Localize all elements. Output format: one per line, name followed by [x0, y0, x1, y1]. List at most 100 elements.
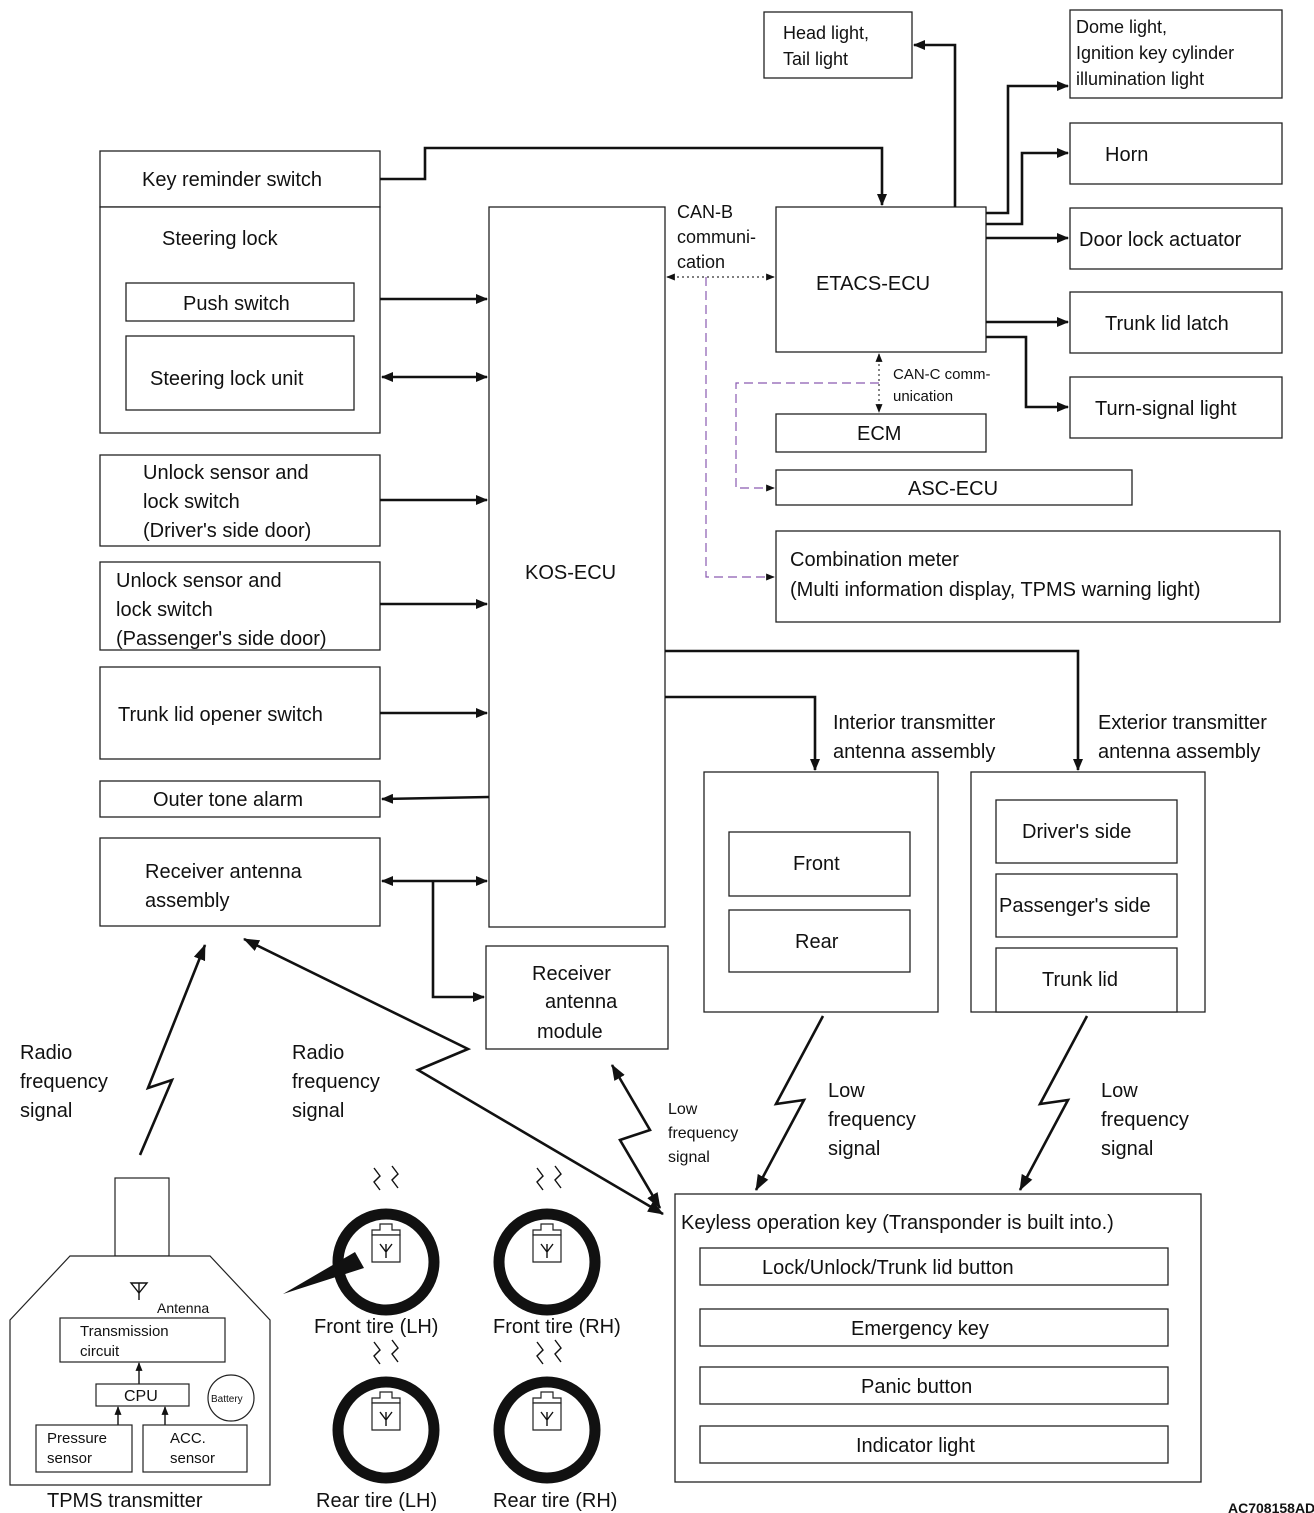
svg-text:signal: signal — [292, 1100, 344, 1122]
low-frequency-label-interior: Low frequency signal — [828, 1080, 916, 1160]
head-tail-light-box: Head light, Tail light — [763, 11, 913, 79]
combination-meter-box: Combination meter (Multi information dis… — [775, 530, 1281, 623]
tpms-pointer-wedge — [283, 1252, 364, 1294]
pressure-sensor-box — [35, 1424, 133, 1473]
svg-text:Ignition key cylinder: Ignition key cylinder — [1076, 43, 1234, 63]
svg-text:ECM: ECM — [857, 423, 901, 445]
asc-ecu-box: ASC-ECU — [775, 469, 1133, 506]
svg-text:frequency: frequency — [828, 1109, 916, 1131]
svg-text:sensor: sensor — [47, 1450, 92, 1467]
trunk-lid-antenna-box — [995, 947, 1178, 1013]
push-switch-box — [125, 282, 355, 322]
tire-front-rh — [493, 1165, 601, 1316]
acc-sensor-box — [142, 1424, 248, 1473]
svg-text:Low: Low — [828, 1080, 865, 1102]
svg-text:antenna: antenna — [545, 991, 618, 1013]
svg-text:Receiver antenna: Receiver antenna — [145, 861, 303, 883]
can-b-label: CAN-B communi- cation — [677, 202, 756, 272]
svg-text:antenna assembly: antenna assembly — [1098, 741, 1260, 763]
cpu-box — [95, 1383, 190, 1407]
svg-text:Battery: Battery — [211, 1394, 243, 1405]
svg-text:ACC.: ACC. — [170, 1430, 206, 1447]
interior-antenna-box: Front Rear — [703, 771, 939, 1013]
svg-text:Door lock actuator: Door lock actuator — [1079, 229, 1242, 251]
svg-text:Exterior transmitter: Exterior transmitter — [1098, 712, 1267, 734]
svg-text:Radio: Radio — [292, 1042, 344, 1064]
svg-text:Key reminder switch: Key reminder switch — [142, 169, 322, 191]
tire-rear-rh-label: Rear tire (RH) — [493, 1490, 617, 1512]
svg-text:Steering lock unit: Steering lock unit — [150, 368, 304, 390]
svg-text:Turn-signal light: Turn-signal light — [1095, 398, 1237, 420]
svg-text:Push switch: Push switch — [183, 293, 290, 315]
tire-rear-rh — [493, 1339, 601, 1484]
figure-code: AC708158AD — [1228, 1500, 1314, 1513]
tire-front-rh-label: Front tire (RH) — [493, 1316, 621, 1338]
svg-text:frequency: frequency — [668, 1125, 738, 1142]
tire-front-lh-label: Front tire (LH) — [314, 1316, 438, 1338]
svg-text:assembly: assembly — [145, 890, 229, 912]
svg-text:Receiver: Receiver — [532, 963, 611, 985]
tire-front-lh — [332, 1165, 440, 1316]
svg-text:antenna assembly: antenna assembly — [833, 741, 995, 763]
svg-text:Lock/Unlock/Trunk lid button: Lock/Unlock/Trunk lid button — [762, 1257, 1014, 1279]
outer-tone-alarm-box: Outer tone alarm — [99, 780, 381, 818]
svg-text:Low: Low — [1101, 1080, 1138, 1102]
svg-text:signal: signal — [1101, 1138, 1153, 1160]
svg-text:Trunk lid: Trunk lid — [1042, 969, 1118, 991]
steering-lock-box: Steering lock Push switch Steering lock … — [99, 206, 381, 434]
svg-text:ASC-ECU: ASC-ECU — [908, 478, 998, 500]
steering-lock-unit-box — [125, 335, 355, 411]
trunk-lid-latch-box: Trunk lid latch — [1069, 291, 1283, 354]
svg-text:signal: signal — [20, 1100, 72, 1122]
transmission-circuit-box — [59, 1317, 226, 1363]
svg-text:(Driver's side door): (Driver's side door) — [143, 520, 311, 542]
svg-text:Keyless operation key (Transpo: Keyless operation key (Transponder is bu… — [681, 1212, 1114, 1234]
key-reminder-switch-box: Key reminder switch — [99, 150, 381, 208]
svg-text:communi-: communi- — [677, 227, 756, 247]
svg-text:Tail light: Tail light — [783, 49, 848, 69]
receiver-antenna-module-box: Receiver antenna module — [485, 945, 669, 1050]
svg-text:unication: unication — [893, 388, 953, 405]
svg-text:Emergency key: Emergency key — [851, 1318, 989, 1340]
svg-text:signal: signal — [828, 1138, 880, 1160]
svg-text:Unlock sensor and: Unlock sensor and — [143, 462, 309, 484]
svg-text:lock switch: lock switch — [116, 599, 213, 621]
svg-text:Unlock sensor and: Unlock sensor and — [116, 570, 282, 592]
svg-text:cation: cation — [677, 252, 725, 272]
svg-text:Rear: Rear — [795, 931, 839, 953]
tpms-valve-stem — [114, 1177, 170, 1257]
horn-box: Horn — [1069, 122, 1283, 185]
svg-text:Interior transmitter: Interior transmitter — [833, 712, 996, 734]
interior-antenna-label: Interior transmitter antenna assembly — [833, 712, 996, 763]
svg-text:Passenger's side: Passenger's side — [999, 895, 1151, 917]
svg-text:Panic button: Panic button — [861, 1376, 972, 1398]
radio-frequency-label-mid: Radio frequency signal — [292, 1042, 380, 1122]
svg-text:Trunk lid latch: Trunk lid latch — [1105, 313, 1229, 335]
tire-rear-lh — [332, 1339, 440, 1484]
svg-text:KOS-ECU: KOS-ECU — [525, 562, 616, 584]
svg-text:Indicator light: Indicator light — [856, 1435, 975, 1457]
svg-text:Front: Front — [793, 853, 840, 875]
svg-text:frequency: frequency — [1101, 1109, 1189, 1131]
svg-text:Head light,: Head light, — [783, 23, 869, 43]
svg-text:lock switch: lock switch — [143, 491, 240, 513]
unlock-sensor-passenger-box: Unlock sensor and lock switch (Passenger… — [99, 561, 381, 651]
svg-text:Pressure: Pressure — [47, 1430, 107, 1447]
svg-text:Steering lock: Steering lock — [162, 228, 279, 250]
svg-text:circuit: circuit — [80, 1343, 120, 1360]
svg-text:sensor: sensor — [170, 1450, 215, 1467]
svg-text:CAN-C comm-: CAN-C comm- — [893, 366, 991, 383]
svg-text:frequency: frequency — [292, 1071, 380, 1093]
svg-text:frequency: frequency — [20, 1071, 108, 1093]
svg-text:Antenna: Antenna — [157, 1300, 209, 1316]
svg-text:Outer tone alarm: Outer tone alarm — [153, 789, 303, 811]
svg-text:Dome light,: Dome light, — [1076, 17, 1167, 37]
battery-icon — [207, 1374, 255, 1422]
indicator-light-box — [699, 1425, 1169, 1464]
exterior-antenna-box: Driver's side Passenger's side Trunk lid — [970, 771, 1206, 1013]
dome-light-box: Dome light, Ignition key cylinder illumi… — [1069, 9, 1283, 99]
exterior-antenna-label: Exterior transmitter antenna assembly — [1098, 712, 1267, 763]
radio-frequency-label-left: Radio frequency signal — [20, 1042, 108, 1122]
svg-text:(Passenger's side door): (Passenger's side door) — [116, 628, 327, 650]
